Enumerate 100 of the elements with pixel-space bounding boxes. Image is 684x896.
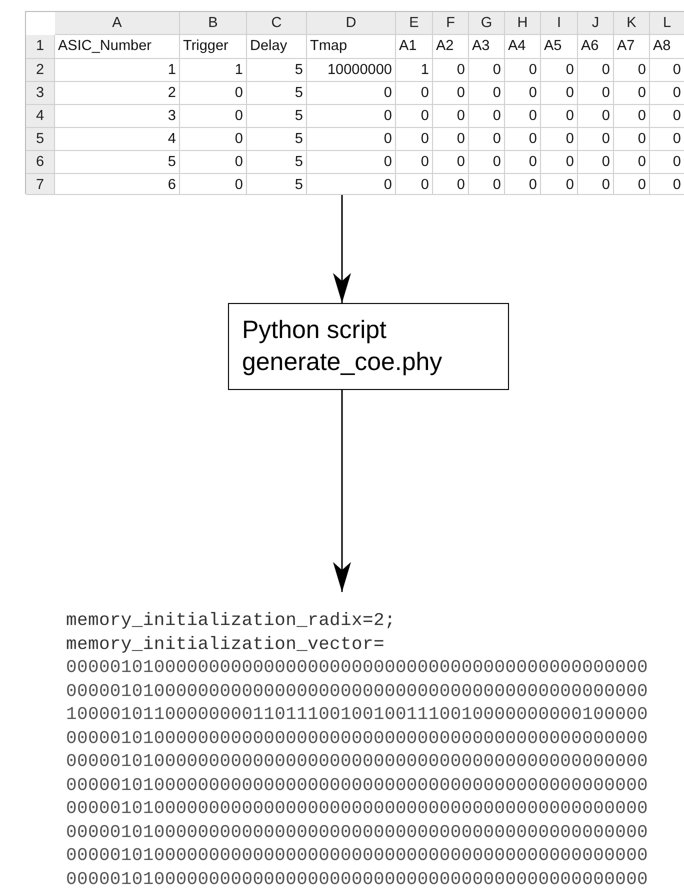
table-cell: 0 [614, 105, 650, 128]
table-cell: 0 [307, 82, 396, 105]
table-cell: 0 [469, 128, 505, 151]
table-cell: 0 [650, 82, 684, 105]
table-cell: 2 [55, 82, 180, 105]
table-cell: A5 [541, 35, 578, 59]
table-cell: 0 [433, 128, 469, 151]
table-cell: A6 [578, 35, 614, 59]
table-cell: 0 [541, 105, 578, 128]
table-cell: 0 [578, 105, 614, 128]
table-cell: 0 [469, 82, 505, 105]
table-cell: 6 [55, 174, 180, 195]
table-cell: 5 [247, 59, 307, 82]
table-cell: Tmap [307, 35, 396, 59]
table-cell: 0 [180, 174, 247, 195]
table-cell: 0 [396, 174, 433, 195]
table-cell: 0 [614, 128, 650, 151]
arrow [333, 390, 351, 592]
table-cell: 1 [396, 59, 433, 82]
process-box [228, 303, 509, 390]
code-line: 00000101000000000000000000000000000000000000000000000 [66, 751, 648, 774]
table-cell: 4 [55, 128, 180, 151]
table-cell: 0 [541, 128, 578, 151]
table-cell: 0 [396, 151, 433, 174]
row-number: 4 [26, 105, 55, 128]
column-header: D [307, 12, 396, 35]
table-cell: 0 [505, 128, 541, 151]
code-line: 00000101000000000000000000000000000000000000000000000 [66, 728, 648, 750]
table-cell: 0 [650, 105, 684, 128]
row-number: 3 [26, 82, 55, 105]
table-cell: 0 [650, 59, 684, 82]
code-line: 00000101000000000000000000000000000000000000000000000 [66, 774, 648, 798]
table-cell: 5 [247, 174, 307, 195]
code-line: 00000101000000000000000000000000000000000000000000000 [66, 798, 648, 821]
code-line: 00000101000000000000000000000000000000000000000000000 [66, 845, 648, 868]
column-header: K [614, 12, 650, 35]
table-cell: 0 [469, 174, 505, 195]
table-cell: 0 [469, 151, 505, 174]
table-cell: 0 [180, 128, 247, 151]
row-number: 7 [26, 174, 55, 195]
table-cell: 0 [614, 151, 650, 174]
table-cell: 0 [541, 59, 578, 82]
table-cell: 5 [247, 82, 307, 105]
column-header: B [180, 12, 247, 35]
row-number: 5 [26, 128, 55, 151]
table-cell: 0 [578, 174, 614, 195]
table-cell: 0 [307, 174, 396, 195]
table-cell: 0 [433, 151, 469, 174]
table-cell: 0 [433, 105, 469, 128]
code-line: memory_initialization_radix=2; [66, 610, 396, 633]
table-cell: 0 [307, 128, 396, 151]
table-cell: 0 [505, 174, 541, 195]
code-line: 10000101100000000110111001001001110010000000000100000 [66, 704, 648, 727]
row-number: 2 [26, 59, 55, 82]
column-header: J [578, 12, 614, 35]
arrow [333, 194, 351, 303]
spreadsheet [25, 11, 684, 194]
table-cell: 0 [541, 174, 578, 195]
code-line: memory_initialization_vector= [66, 634, 384, 656]
table-cell: 0 [396, 128, 433, 151]
table-cell: 0 [180, 105, 247, 128]
table-cell: 10000000 [307, 59, 396, 82]
table-cell: 0 [650, 174, 684, 195]
table-cell: 0 [505, 105, 541, 128]
table-cell: A7 [614, 35, 650, 59]
table-cell: 0 [541, 151, 578, 174]
table-cell: 0 [396, 105, 433, 128]
table-cell: 0 [614, 59, 650, 82]
table-cell: 0 [505, 151, 541, 174]
row-number: 6 [26, 151, 55, 174]
table-cell: 0 [307, 105, 396, 128]
code-line: 00000101000000000000000000000000000000000000000000000 [66, 680, 648, 704]
table-cell: 0 [650, 151, 684, 174]
column-header: F [433, 12, 469, 35]
table-cell: 0 [614, 82, 650, 105]
table-cell: 0 [433, 59, 469, 82]
code-line: 00000101000000000000000000000000000000000000000000000 [66, 868, 648, 892]
table-cell: 0 [578, 151, 614, 174]
table-cell: 0 [396, 82, 433, 105]
table-cell: 0 [433, 174, 469, 195]
table-cell: 5 [247, 151, 307, 174]
box-text: generate_coe.phy [242, 347, 442, 378]
column-header: C [247, 12, 307, 35]
table-cell: A4 [505, 35, 541, 59]
column-header: I [541, 12, 578, 35]
table-cell: 0 [180, 151, 247, 174]
table-cell: 0 [469, 105, 505, 128]
table-cell: 1 [55, 59, 180, 82]
table-cell: 0 [505, 59, 541, 82]
table-cell: A2 [433, 35, 469, 59]
table-cell: Delay [247, 35, 307, 59]
table-cell: Trigger [180, 35, 247, 59]
table-cell: 0 [433, 82, 469, 105]
code-line: 00000101000000000000000000000000000000000000000000000 [66, 657, 648, 680]
box-text: Python script [242, 315, 387, 346]
table-cell: 0 [578, 59, 614, 82]
table-cell: ASIC_Number [55, 35, 180, 59]
table-cell: 0 [505, 82, 541, 105]
table-cell: 3 [55, 105, 180, 128]
row-number: 1 [26, 35, 55, 59]
